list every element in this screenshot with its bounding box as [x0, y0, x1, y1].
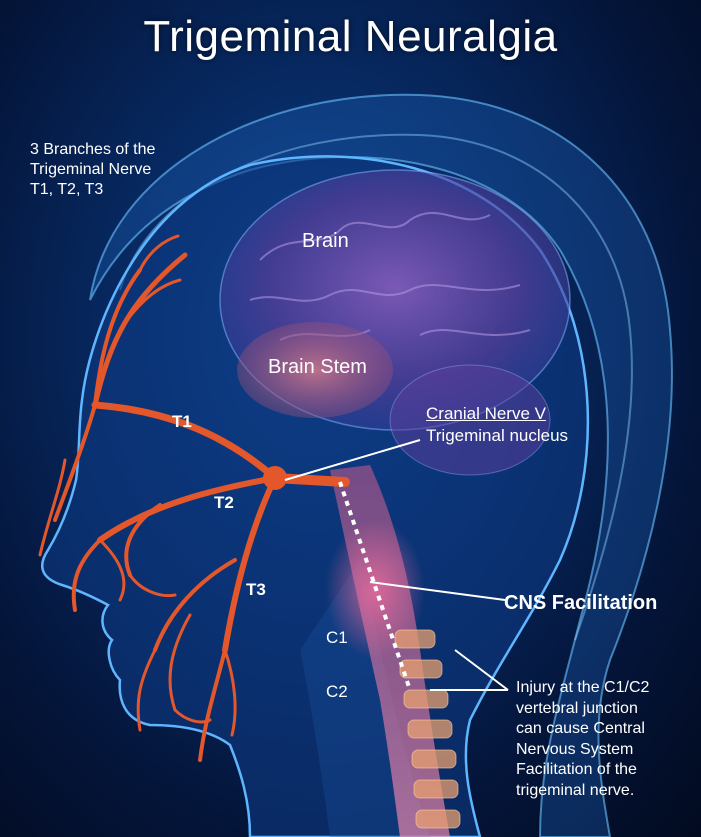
cranial-nerve-label: Cranial Nerve V — [426, 404, 546, 424]
t2-label: T2 — [214, 493, 234, 513]
cns-facilitation-label: CNS Facilitation — [504, 592, 657, 615]
branches-label: 3 Branches of the Trigeminal Nerve T1, T… — [30, 140, 155, 200]
c2-label: C2 — [326, 682, 348, 702]
trigeminal-nucleus-label: Trigeminal nucleus — [426, 426, 568, 446]
brain-stem-label: Brain Stem — [268, 356, 367, 379]
page-title: Trigeminal Neuralgia — [0, 12, 701, 63]
injury-note: Injury at the C1/C2 vertebral junction c… — [516, 678, 701, 801]
brain-label: Brain — [302, 230, 349, 253]
t1-label: T1 — [172, 412, 192, 432]
c1-label: C1 — [326, 628, 348, 648]
t3-label: T3 — [246, 580, 266, 600]
